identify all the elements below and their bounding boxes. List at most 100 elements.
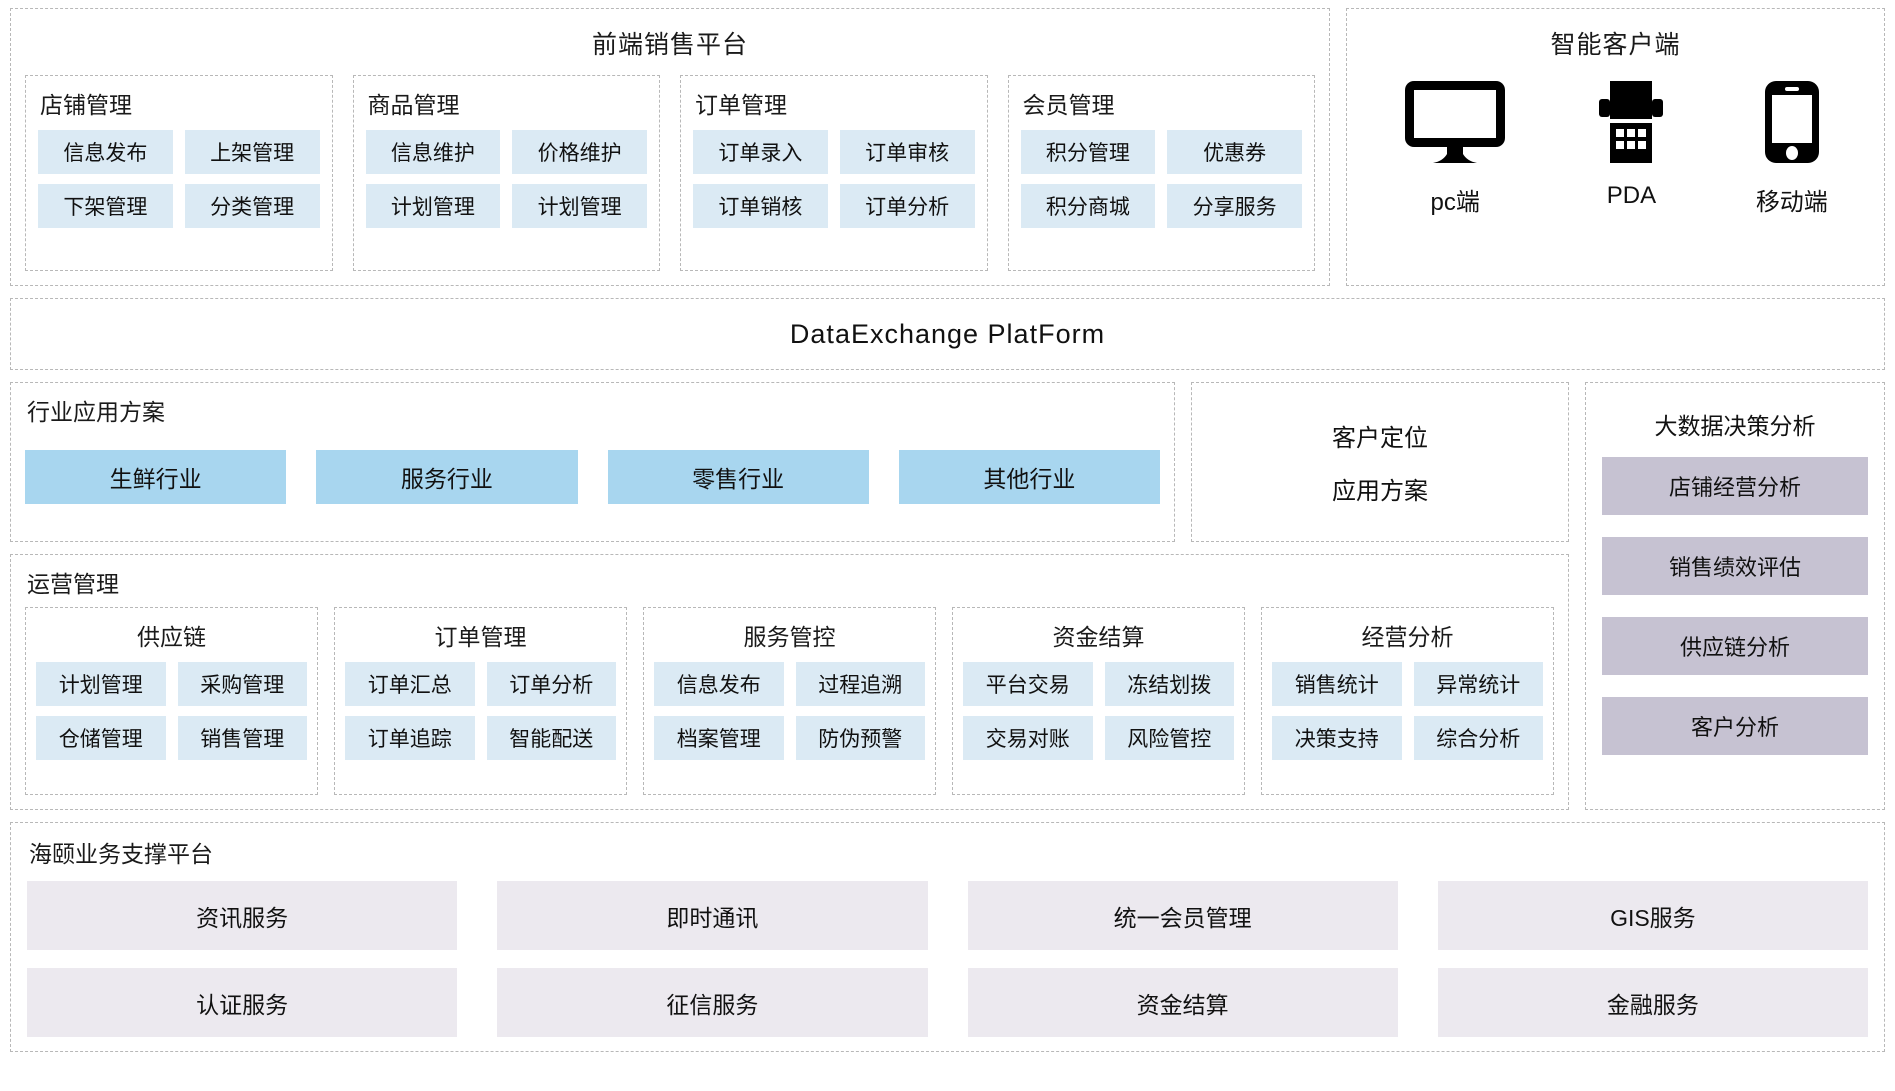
frontend-group-order-management: 订单管理 订单录入 订单审核 订单销核 订单分析 bbox=[680, 75, 988, 271]
industry-solutions-title: 行业应用方案 bbox=[27, 399, 165, 425]
ops-group-order-management: 订单管理 订单汇总 订单分析 订单追踪 智能配送 bbox=[334, 607, 627, 795]
industry-chip[interactable]: 其他行业 bbox=[898, 450, 1160, 504]
support-chip[interactable]: GIS服务 bbox=[1437, 881, 1868, 950]
chip-item[interactable]: 订单录入 bbox=[693, 130, 828, 174]
bigdata-chip[interactable]: 客户分析 bbox=[1602, 697, 1868, 755]
desktop-monitor-icon bbox=[1403, 79, 1507, 170]
frontend-sales-platform-panel: 前端销售平台 店铺管理 信息发布 上架管理 下架管理 分类管理 商品管理 信息维… bbox=[10, 8, 1330, 286]
support-chip[interactable]: 统一会员管理 bbox=[967, 881, 1398, 950]
chip-item[interactable]: 优惠券 bbox=[1167, 130, 1302, 174]
operations-management-panel: 运营管理 供应链 计划管理 采购管理 仓储管理 销售管理 订单管理 bbox=[10, 554, 1569, 810]
support-chip[interactable]: 即时通讯 bbox=[497, 881, 928, 950]
group-title: 会员管理 bbox=[1022, 92, 1115, 118]
chip-item[interactable]: 风险管控 bbox=[1104, 716, 1234, 760]
chip-item[interactable]: 决策支持 bbox=[1272, 716, 1402, 760]
chip-item[interactable]: 平台交易 bbox=[963, 662, 1093, 706]
chip-item[interactable]: 计划管理 bbox=[36, 662, 166, 706]
chip-item[interactable]: 订单汇总 bbox=[345, 662, 475, 706]
support-platform-title: 海颐业务支撑平台 bbox=[29, 841, 213, 867]
frontend-group-store-management: 店铺管理 信息发布 上架管理 下架管理 分类管理 bbox=[25, 75, 333, 271]
chip-item[interactable]: 冻结划拨 bbox=[1104, 662, 1234, 706]
smart-client-title: 智能客户端 bbox=[1550, 31, 1681, 59]
group-chip-grid: 订单录入 订单审核 订单销核 订单分析 bbox=[693, 130, 975, 228]
bigdata-chip[interactable]: 销售绩效评估 bbox=[1602, 537, 1868, 595]
group-title: 经营分析 bbox=[1361, 624, 1454, 650]
frontend-group-member-management: 会员管理 积分管理 优惠券 积分商城 分享服务 bbox=[1007, 75, 1315, 271]
industry-chip-list: 生鲜行业 服务行业 零售行业 其他行业 bbox=[25, 431, 1160, 529]
chip-item[interactable]: 分享服务 bbox=[1167, 184, 1302, 228]
chip-item[interactable]: 信息发布 bbox=[38, 130, 173, 174]
group-chip-grid: 销售统计 异常统计 决策支持 综合分析 bbox=[1272, 662, 1543, 760]
chip-item[interactable]: 计划管理 bbox=[365, 184, 501, 228]
group-chip-grid: 积分管理 优惠券 积分商城 分享服务 bbox=[1020, 130, 1302, 228]
frontend-group-list: 店铺管理 信息发布 上架管理 下架管理 分类管理 商品管理 信息维护 价格维护 … bbox=[25, 75, 1315, 271]
group-title: 订单管理 bbox=[695, 92, 787, 118]
support-chip[interactable]: 认证服务 bbox=[27, 968, 458, 1037]
chip-item[interactable]: 仓储管理 bbox=[36, 716, 166, 760]
industry-chip[interactable]: 生鲜行业 bbox=[25, 450, 287, 504]
group-title: 资金结算 bbox=[1052, 624, 1145, 650]
device-pc[interactable]: pc端 bbox=[1403, 79, 1507, 217]
support-chip[interactable]: 征信服务 bbox=[497, 968, 928, 1037]
chip-item[interactable]: 销售统计 bbox=[1272, 662, 1402, 706]
chip-item[interactable]: 异常统计 bbox=[1413, 662, 1543, 706]
bigdata-chip[interactable]: 供应链分析 bbox=[1602, 617, 1868, 675]
chip-item[interactable]: 档案管理 bbox=[654, 716, 784, 760]
chip-item[interactable]: 过程追溯 bbox=[795, 662, 925, 706]
ops-group-supply-chain: 供应链 计划管理 采购管理 仓储管理 销售管理 bbox=[25, 607, 318, 795]
chip-item[interactable]: 计划管理 bbox=[512, 184, 647, 228]
group-chip-grid: 计划管理 采购管理 仓储管理 销售管理 bbox=[36, 662, 307, 760]
customer-locating-subtitle: 应用方案 bbox=[1332, 478, 1428, 505]
chip-item[interactable]: 交易对账 bbox=[963, 716, 1093, 760]
group-chip-grid: 信息发布 过程追溯 档案管理 防伪预警 bbox=[654, 662, 925, 760]
frontend-platform-title: 前端销售平台 bbox=[591, 31, 748, 59]
chip-item[interactable]: 价格维护 bbox=[512, 130, 647, 174]
operations-management-title: 运营管理 bbox=[27, 571, 119, 597]
bigdata-title: 大数据决策分析 bbox=[1654, 413, 1816, 439]
group-chip-grid: 订单汇总 订单分析 订单追踪 智能配送 bbox=[345, 662, 616, 760]
chip-item[interactable]: 上架管理 bbox=[184, 130, 320, 174]
frontend-group-product-management: 商品管理 信息维护 价格维护 计划管理 计划管理 bbox=[352, 75, 660, 271]
bigdata-chip[interactable]: 店铺经营分析 bbox=[1602, 457, 1868, 515]
chip-item[interactable]: 分类管理 bbox=[184, 184, 320, 228]
smart-client-panel: 智能客户端 pc端 bbox=[1346, 8, 1885, 286]
chip-item[interactable]: 防伪预警 bbox=[795, 716, 925, 760]
top-row: 前端销售平台 店铺管理 信息发布 上架管理 下架管理 分类管理 商品管理 信息维… bbox=[10, 8, 1885, 286]
group-chip-grid: 信息维护 价格维护 计划管理 计划管理 bbox=[365, 130, 647, 228]
chip-item[interactable]: 积分管理 bbox=[1020, 130, 1156, 174]
support-chip[interactable]: 资金结算 bbox=[967, 968, 1398, 1037]
device-label: PDA bbox=[1606, 182, 1657, 209]
industry-chip[interactable]: 服务行业 bbox=[316, 450, 578, 504]
support-chip[interactable]: 资讯服务 bbox=[27, 881, 458, 950]
chip-item[interactable]: 信息维护 bbox=[365, 130, 501, 174]
industry-and-locating-row: 行业应用方案 生鲜行业 服务行业 零售行业 其他行业 客户定位 应用方案 bbox=[10, 382, 1569, 542]
ops-group-service-control: 服务管控 信息发布 过程追溯 档案管理 防伪预警 bbox=[643, 607, 936, 795]
mobile-phone-icon bbox=[1763, 79, 1821, 170]
device-mobile[interactable]: 移动端 bbox=[1756, 79, 1828, 217]
chip-item[interactable]: 智能配送 bbox=[486, 716, 616, 760]
support-chip[interactable]: 金融服务 bbox=[1437, 968, 1868, 1037]
pda-handheld-icon bbox=[1591, 79, 1671, 170]
data-exchange-title: DataExchange PlatForm bbox=[789, 318, 1106, 349]
chip-item[interactable]: 积分商城 bbox=[1020, 184, 1156, 228]
haiyi-support-platform-panel: 海颐业务支撑平台 资讯服务 即时通讯 统一会员管理 GIS服务 认证服务 征信服… bbox=[10, 822, 1885, 1052]
chip-item[interactable]: 订单分析 bbox=[839, 184, 975, 228]
chip-item[interactable]: 下架管理 bbox=[38, 184, 173, 228]
chip-item[interactable]: 采购管理 bbox=[177, 662, 307, 706]
chip-item[interactable]: 订单销核 bbox=[693, 184, 828, 228]
chip-item[interactable]: 订单审核 bbox=[839, 130, 975, 174]
customer-locating-panel: 客户定位 应用方案 bbox=[1191, 382, 1569, 542]
ops-group-business-analysis: 经营分析 销售统计 异常统计 决策支持 综合分析 bbox=[1261, 607, 1554, 795]
chip-item[interactable]: 信息发布 bbox=[654, 662, 784, 706]
chip-item[interactable]: 订单分析 bbox=[486, 662, 616, 706]
chip-item[interactable]: 订单追踪 bbox=[345, 716, 475, 760]
bigdata-decision-analysis-panel: 大数据决策分析 店铺经营分析 销售绩效评估 供应链分析 客户分析 bbox=[1585, 382, 1885, 810]
chip-item[interactable]: 销售管理 bbox=[177, 716, 307, 760]
middle-row: 行业应用方案 生鲜行业 服务行业 零售行业 其他行业 客户定位 应用方案 运营管… bbox=[10, 382, 1885, 810]
industry-chip[interactable]: 零售行业 bbox=[607, 450, 869, 504]
chip-item[interactable]: 综合分析 bbox=[1413, 716, 1543, 760]
middle-left-column: 行业应用方案 生鲜行业 服务行业 零售行业 其他行业 客户定位 应用方案 运营管… bbox=[10, 382, 1569, 810]
device-pda[interactable]: PDA bbox=[1591, 79, 1671, 210]
device-label: 移动端 bbox=[1755, 189, 1828, 216]
